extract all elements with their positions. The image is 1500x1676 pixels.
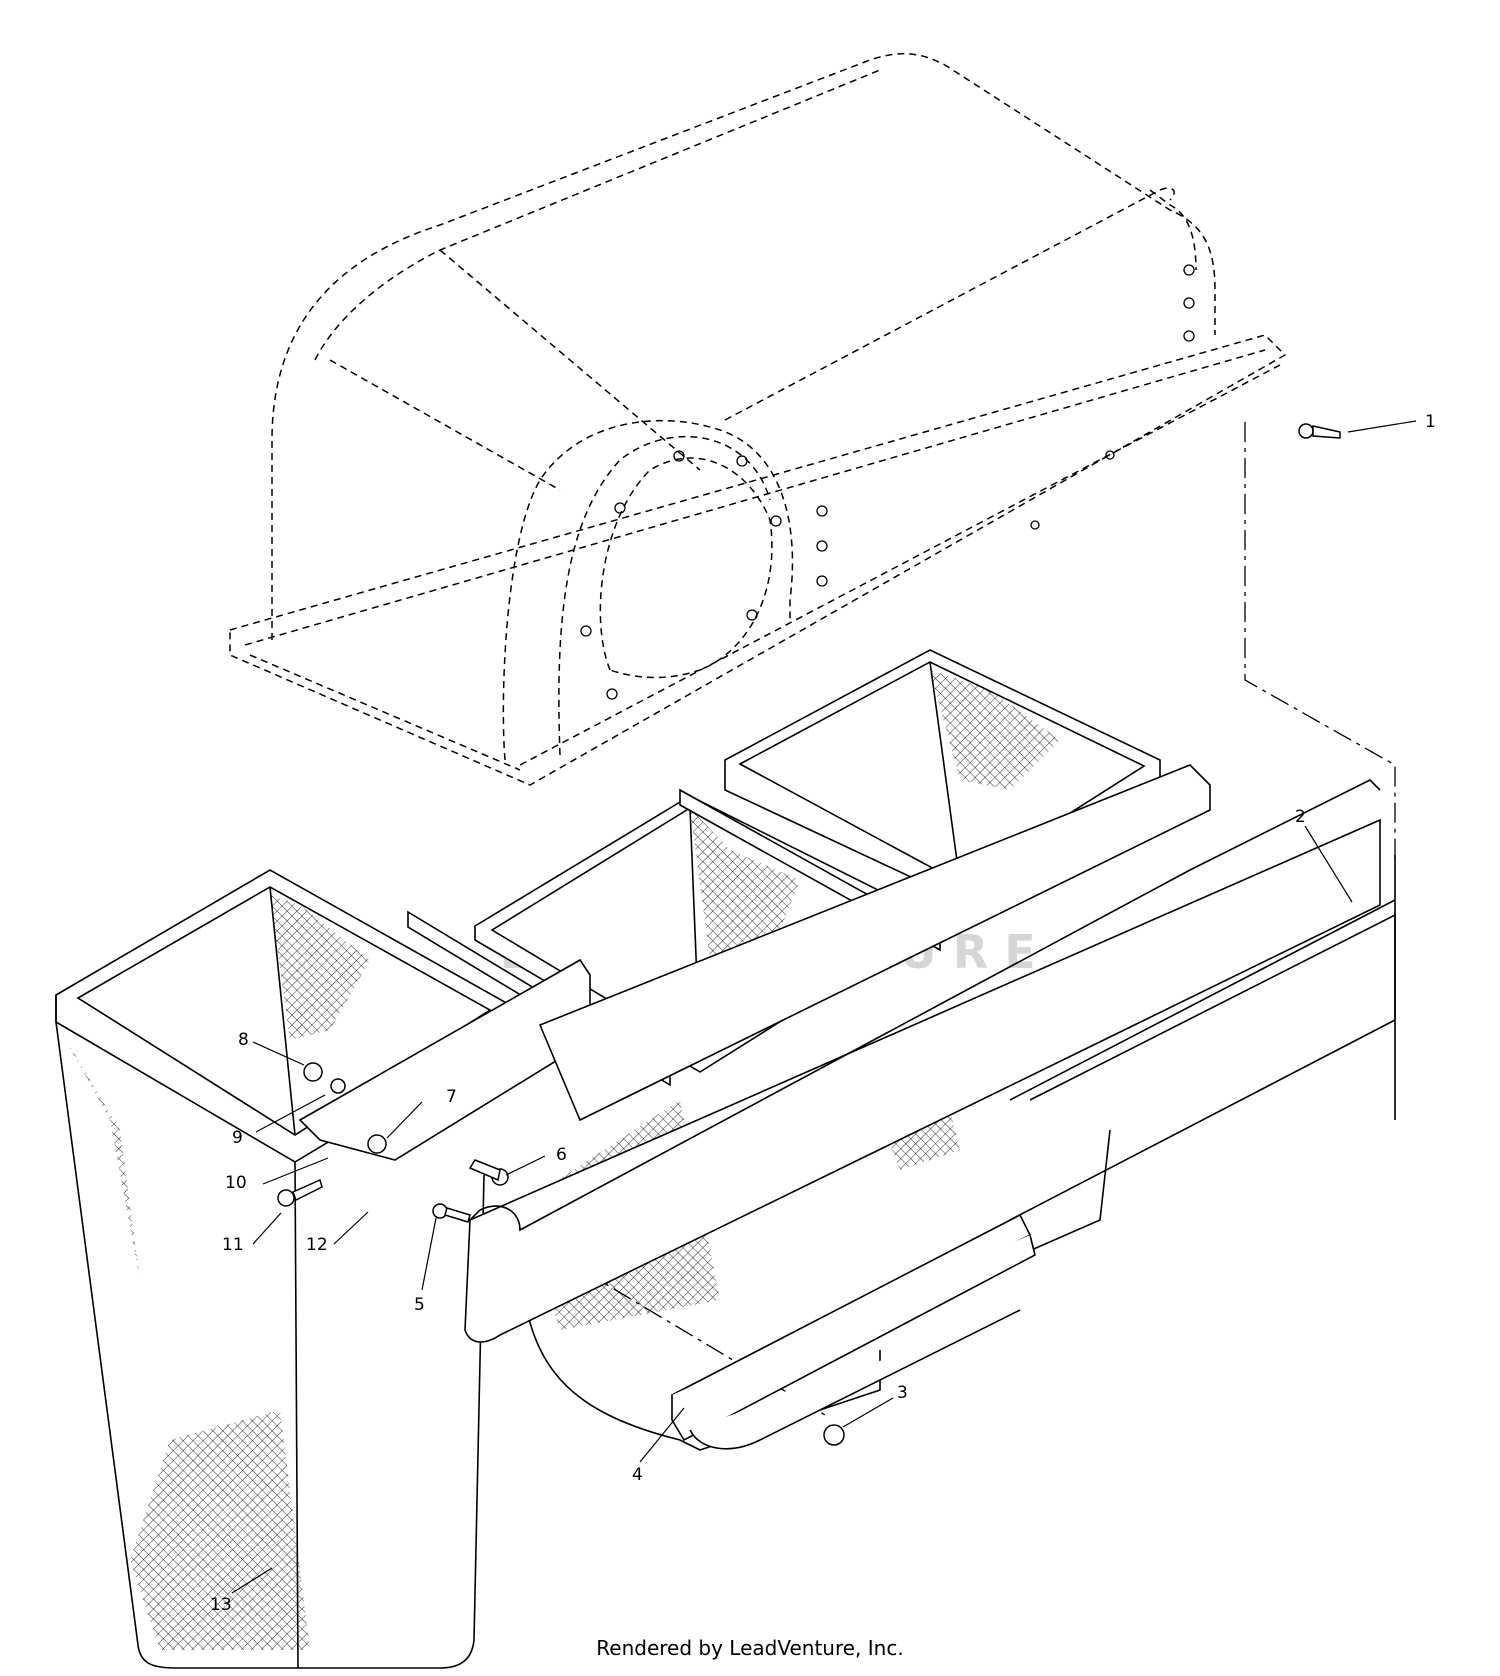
callout-labels: 1 2 3 4 5 6 7 8 9 10 11 12 13 <box>210 412 1436 1615</box>
callout-3: 3 <box>897 1383 908 1403</box>
left-grass-bag <box>55 869 511 1669</box>
callout-6: 6 <box>556 1145 567 1165</box>
callout-8: 8 <box>238 1030 249 1050</box>
callout-13: 13 <box>210 1595 232 1615</box>
hardware-parts <box>277 423 1341 1446</box>
callout-10: 10 <box>225 1173 247 1193</box>
render-credit: Rendered by LeadVenture, Inc. <box>596 1636 904 1660</box>
callout-5: 5 <box>414 1295 425 1315</box>
bag-frame-rails <box>298 764 1211 1161</box>
callout-4: 4 <box>632 1465 643 1485</box>
bagger-cover-outline <box>229 52 1287 786</box>
callout-2: 2 <box>1295 807 1306 827</box>
callout-9: 9 <box>232 1128 243 1148</box>
callout-7: 7 <box>446 1087 457 1107</box>
callout-leader-lines <box>231 420 1417 1594</box>
callout-11: 11 <box>222 1235 244 1255</box>
bag-support-shell <box>464 779 1396 1451</box>
callout-1: 1 <box>1425 412 1436 432</box>
callout-12: 12 <box>306 1235 328 1255</box>
cover-rivet-holes <box>580 264 1195 700</box>
front-crossbar <box>670 1213 1036 1450</box>
